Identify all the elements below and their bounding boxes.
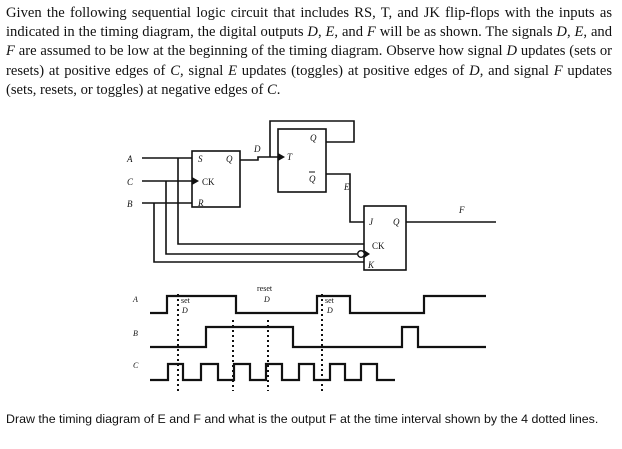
rs-pin-ck: CK	[202, 177, 215, 187]
wire-c-to-jk	[165, 181, 357, 255]
timing-label-a: A	[132, 295, 138, 304]
wire-d	[240, 156, 278, 161]
problem-text: , and	[583, 24, 613, 41]
wire-a-to-jk	[177, 158, 364, 245]
var-d: D	[556, 24, 567, 41]
timing-waveforms	[150, 294, 486, 382]
var-f: F	[366, 24, 376, 41]
var-d: D	[469, 62, 480, 79]
dotted-lines	[177, 294, 323, 391]
annotation-set-d: D	[326, 306, 333, 315]
problem-text: updates (sets, resets, or toggles) at ne…	[6, 62, 613, 98]
question-text: Draw the timing diagram of E and F and w…	[6, 412, 599, 426]
annotation-reset: reset	[257, 284, 273, 293]
var-e: E	[574, 24, 584, 41]
jk-pin-k: K	[367, 260, 375, 270]
problem-text: updates (toggles) at positive edges of	[236, 62, 470, 79]
problem-text: will be as shown. The signals	[375, 24, 557, 41]
annotation-set-d: D	[181, 306, 188, 315]
problem-text: are assumed to be low at the beginning o…	[14, 43, 507, 60]
input-label-c: C	[127, 177, 134, 187]
jk-pin-ck: CK	[372, 241, 385, 251]
problem-text: , and signal	[479, 62, 554, 79]
input-label-b: B	[127, 199, 133, 209]
t-pin-qbar: Q	[309, 174, 316, 184]
circuit-diagram	[142, 120, 496, 271]
waveform-c	[150, 362, 395, 382]
problem-text: updates (sets or resets) at positive edg…	[6, 43, 613, 79]
var-d: D	[307, 24, 318, 41]
annotation-reset-d: D	[263, 295, 270, 304]
problem-text: Given the following sequential logic cir…	[6, 5, 612, 41]
wire-b-to-jk	[153, 203, 364, 263]
jk-flipflop-box	[363, 205, 407, 271]
rs-pin-s: S	[198, 154, 203, 164]
t-flipflop-box	[277, 128, 327, 193]
problem-text: , and	[334, 24, 367, 41]
t-pin-t: T	[287, 152, 293, 162]
jk-pin-j: J	[369, 217, 374, 227]
var-f: F	[6, 43, 15, 60]
jk-clock-bubble	[357, 249, 366, 258]
var-e: E	[228, 62, 237, 79]
input-label-a: A	[126, 154, 133, 164]
problem-text: ,	[317, 24, 326, 41]
problem-text: .	[276, 81, 281, 98]
timing-label-c: C	[133, 361, 139, 370]
problem-text: , signal	[179, 62, 229, 79]
wire-label-e: E	[343, 182, 350, 192]
problem-text: ,	[566, 24, 575, 41]
problem-statement: Given the following sequential logic cir…	[6, 4, 612, 100]
wire-label-d: D	[253, 144, 261, 154]
annotation-set: set	[181, 296, 191, 305]
t-clock-triangle	[278, 153, 285, 161]
var-c: C	[170, 62, 180, 79]
wire-e	[326, 173, 364, 223]
var-e: E	[325, 24, 335, 41]
waveform-b	[150, 325, 486, 349]
wire-t-feedback	[269, 120, 355, 157]
rs-clock-triangle	[192, 177, 199, 185]
annotation-set: set	[325, 296, 335, 305]
jk-pin-q: Q	[393, 217, 400, 227]
var-d: D	[506, 43, 517, 60]
waveform-a	[150, 294, 486, 315]
var-c: C	[267, 81, 277, 98]
rs-pin-q: Q	[226, 154, 233, 164]
timing-label-b: B	[133, 329, 138, 338]
var-f: F	[553, 62, 563, 79]
output-label-f: F	[458, 205, 465, 215]
t-pin-q: Q	[310, 133, 317, 143]
jk-clock-triangle	[364, 250, 370, 258]
rs-pin-r: R	[197, 198, 204, 208]
